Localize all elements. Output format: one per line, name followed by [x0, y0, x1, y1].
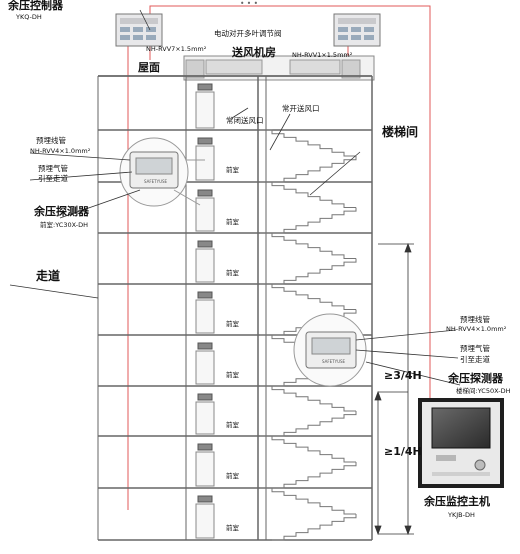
control-cable-route: [127, 5, 431, 510]
left-conduit-label: 预埋线管: [36, 136, 66, 145]
left-detector-callout: [119, 137, 205, 207]
corridor-label: 走道: [36, 269, 61, 283]
right-detector-panel-text: SAFETYUSE: [322, 359, 346, 364]
header-dots: • • •: [240, 0, 259, 8]
host-title: 余压监控主机: [424, 495, 490, 508]
front-room-door: [195, 145, 215, 181]
stair-flight: [260, 385, 356, 412]
controller-title: 余压控制器: [8, 0, 63, 12]
left-detector-title: 余压探测器: [34, 205, 89, 218]
right-detector-model: 楼梯间:YC50X-DH: [456, 387, 511, 395]
air-supply-vent: [197, 495, 213, 503]
host-model: YKJB-DH: [448, 511, 475, 519]
damper-label: 电动对开多叶调节阀: [214, 29, 282, 38]
controller-box-left: [115, 13, 163, 47]
cable-spec-left: NH-RVV7×1.5mm²: [146, 45, 207, 53]
cable-spec-right: NH-RVV1×1.5mm²: [292, 51, 353, 59]
front-room-door: [195, 197, 215, 232]
right-conduit-spec: NH-RVV4×1.0mm²: [446, 325, 507, 333]
left-air-pipe-sub: 引至走道: [38, 174, 68, 183]
stair-flight: [272, 462, 357, 489]
stair-flights: [260, 129, 357, 541]
front-room-door: [195, 299, 215, 334]
front-room-label: 前室: [226, 268, 239, 277]
right-detector-callout: [293, 313, 367, 387]
left-air-pipe-label: 预埋气管: [38, 164, 68, 173]
right-detector-title: 余压探测器: [448, 372, 503, 385]
front-room-door: [195, 503, 215, 539]
air-supply-vent: [197, 291, 213, 299]
front-room-door: [195, 248, 215, 283]
front-room-doors: [195, 83, 215, 539]
front-room-door: [195, 451, 215, 487]
air-supply-vent: [197, 189, 213, 197]
roof-label: 屋面: [138, 61, 160, 74]
left-detector-model: 前室:YC30X-DH: [40, 221, 88, 229]
stairwell-label: 楼梯间: [382, 125, 419, 139]
stair-flight: [260, 435, 356, 463]
normally-open-vent-label: 常开送风口: [282, 104, 320, 113]
stair-flight: [272, 156, 357, 183]
front-room-label: 前室: [226, 524, 239, 533]
front-room-door: [195, 91, 215, 129]
front-room-label: 前室: [226, 421, 239, 429]
front-room-label: 前室: [226, 319, 239, 328]
dimension-upper-label: ≥3/4H: [384, 369, 422, 382]
dimension-lower-label: ≥1/4H: [384, 445, 422, 458]
controller-box-right: [333, 13, 381, 47]
left-conduit-spec: NH-RVV4×1.0mm²: [30, 147, 91, 155]
front-room-label: 前室: [226, 370, 239, 379]
front-room-door: [195, 401, 215, 435]
air-supply-vent: [197, 443, 213, 451]
front-room-label: 前室: [226, 217, 239, 226]
air-supply-vent: [197, 342, 213, 350]
monitor-host-device: [418, 398, 504, 488]
stair-flight: [260, 129, 356, 157]
air-supply-vent: [197, 393, 213, 401]
stair-flight: [272, 411, 357, 437]
normally-closed-vent-label: 常闭送风口: [226, 116, 264, 125]
stair-flight: [260, 283, 356, 310]
stair-flight: [260, 232, 356, 259]
stair-flight: [260, 181, 356, 208]
front-room-label: 前室: [226, 166, 239, 175]
air-supply-vent: [197, 137, 213, 145]
right-air-pipe-sub: 引至走道: [460, 355, 490, 364]
left-detector-panel-text: SAFETYUSE: [144, 179, 168, 184]
stair-flight: [272, 207, 357, 234]
fan-room-label: 送风机房: [232, 46, 276, 59]
controller-model: YKQ-DH: [16, 13, 42, 21]
air-supply-vent: [197, 240, 213, 248]
stair-flight: [272, 514, 357, 541]
leader-lines: [9, 9, 461, 386]
front-room-door: [195, 350, 215, 385]
stair-flight: [272, 258, 357, 285]
stair-flight: [260, 487, 356, 515]
right-air-pipe-label: 预埋气管: [460, 344, 490, 353]
front-room-label: 前室: [226, 472, 239, 481]
right-conduit-label: 预埋线管: [460, 315, 490, 324]
dimension-lines: [374, 242, 414, 536]
air-supply-vent: [197, 83, 213, 91]
